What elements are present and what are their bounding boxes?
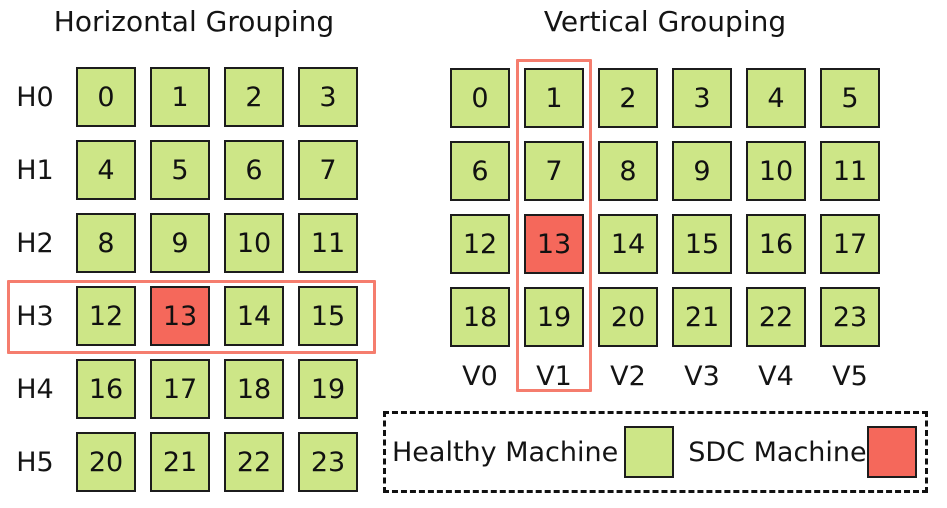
machine-cell-19: 19 <box>524 287 584 347</box>
machine-cell-3: 3 <box>672 68 732 128</box>
machine-cell-23: 23 <box>298 432 358 492</box>
column-label-V2: V2 <box>610 360 646 392</box>
machine-cell-4: 4 <box>746 68 806 128</box>
machine-cell-6: 6 <box>450 141 510 201</box>
machine-cell-22: 22 <box>224 432 284 492</box>
legend-box: Healthy Machine SDC Machine <box>383 411 928 493</box>
machine-cell-20: 20 <box>598 287 658 347</box>
machine-cell-0: 0 <box>76 67 136 127</box>
v-group-column-labels: V0 V1 V2 V3 V4 V5 <box>450 360 880 392</box>
machine-cell-16: 16 <box>76 359 136 419</box>
machine-cell-5: 5 <box>150 140 210 200</box>
machine-cell-6: 6 <box>224 140 284 200</box>
machine-cell-11: 11 <box>298 213 358 273</box>
row-label-H2: H2 <box>16 227 54 259</box>
machine-cell-19: 19 <box>298 359 358 419</box>
machine-cell-1: 1 <box>150 67 210 127</box>
machine-cell-3: 3 <box>298 67 358 127</box>
horizontal-grouping-title: Horizontal Grouping <box>53 5 335 38</box>
row-label-H3: H3 <box>16 300 54 332</box>
column-label-V5: V5 <box>832 360 868 392</box>
machine-cell-5: 5 <box>820 68 880 128</box>
machine-cell-2: 2 <box>598 68 658 128</box>
machine-cell-14: 14 <box>598 214 658 274</box>
machine-cell-10: 10 <box>224 213 284 273</box>
machine-cell-21: 21 <box>150 432 210 492</box>
machine-cell-9: 9 <box>672 141 732 201</box>
sdc-machine-swatch <box>866 426 917 478</box>
vertical-grouping-title: Vertical Grouping <box>543 5 787 38</box>
machine-cell-15: 15 <box>672 214 732 274</box>
legend-sdc-label: SDC Machine <box>688 436 867 468</box>
column-label-V4: V4 <box>758 360 794 392</box>
machine-cell-20: 20 <box>76 432 136 492</box>
legend-healthy-label: Healthy Machine <box>392 436 619 468</box>
row-label-H5: H5 <box>16 446 54 478</box>
machine-cell-10: 10 <box>746 141 806 201</box>
machine-cell-13: 13 <box>150 286 210 346</box>
machine-cell-17: 17 <box>820 214 880 274</box>
machine-cell-8: 8 <box>76 213 136 273</box>
healthy-machine-swatch <box>624 426 675 478</box>
machine-cell-4: 4 <box>76 140 136 200</box>
machine-cell-23: 23 <box>820 287 880 347</box>
machine-cell-12: 12 <box>76 286 136 346</box>
machine-cell-16: 16 <box>746 214 806 274</box>
machine-cell-18: 18 <box>224 359 284 419</box>
machine-cell-22: 22 <box>746 287 806 347</box>
column-label-V3: V3 <box>684 360 720 392</box>
machine-cell-9: 9 <box>150 213 210 273</box>
machine-cell-1: 1 <box>524 68 584 128</box>
row-label-H1: H1 <box>16 154 54 186</box>
machine-cell-18: 18 <box>450 287 510 347</box>
machine-cell-0: 0 <box>450 68 510 128</box>
machine-cell-15: 15 <box>298 286 358 346</box>
machine-cell-8: 8 <box>598 141 658 201</box>
machine-cell-2: 2 <box>224 67 284 127</box>
machine-cell-7: 7 <box>524 141 584 201</box>
machine-cell-14: 14 <box>224 286 284 346</box>
machine-cell-17: 17 <box>150 359 210 419</box>
machine-cell-21: 21 <box>672 287 732 347</box>
machine-cell-13: 13 <box>524 214 584 274</box>
row-label-H4: H4 <box>16 373 54 405</box>
machine-cell-12: 12 <box>450 214 510 274</box>
machine-cell-11: 11 <box>820 141 880 201</box>
column-label-V0: V0 <box>462 360 498 392</box>
row-label-H0: H0 <box>16 81 54 113</box>
machine-cell-7: 7 <box>298 140 358 200</box>
column-label-V1: V1 <box>536 360 572 392</box>
